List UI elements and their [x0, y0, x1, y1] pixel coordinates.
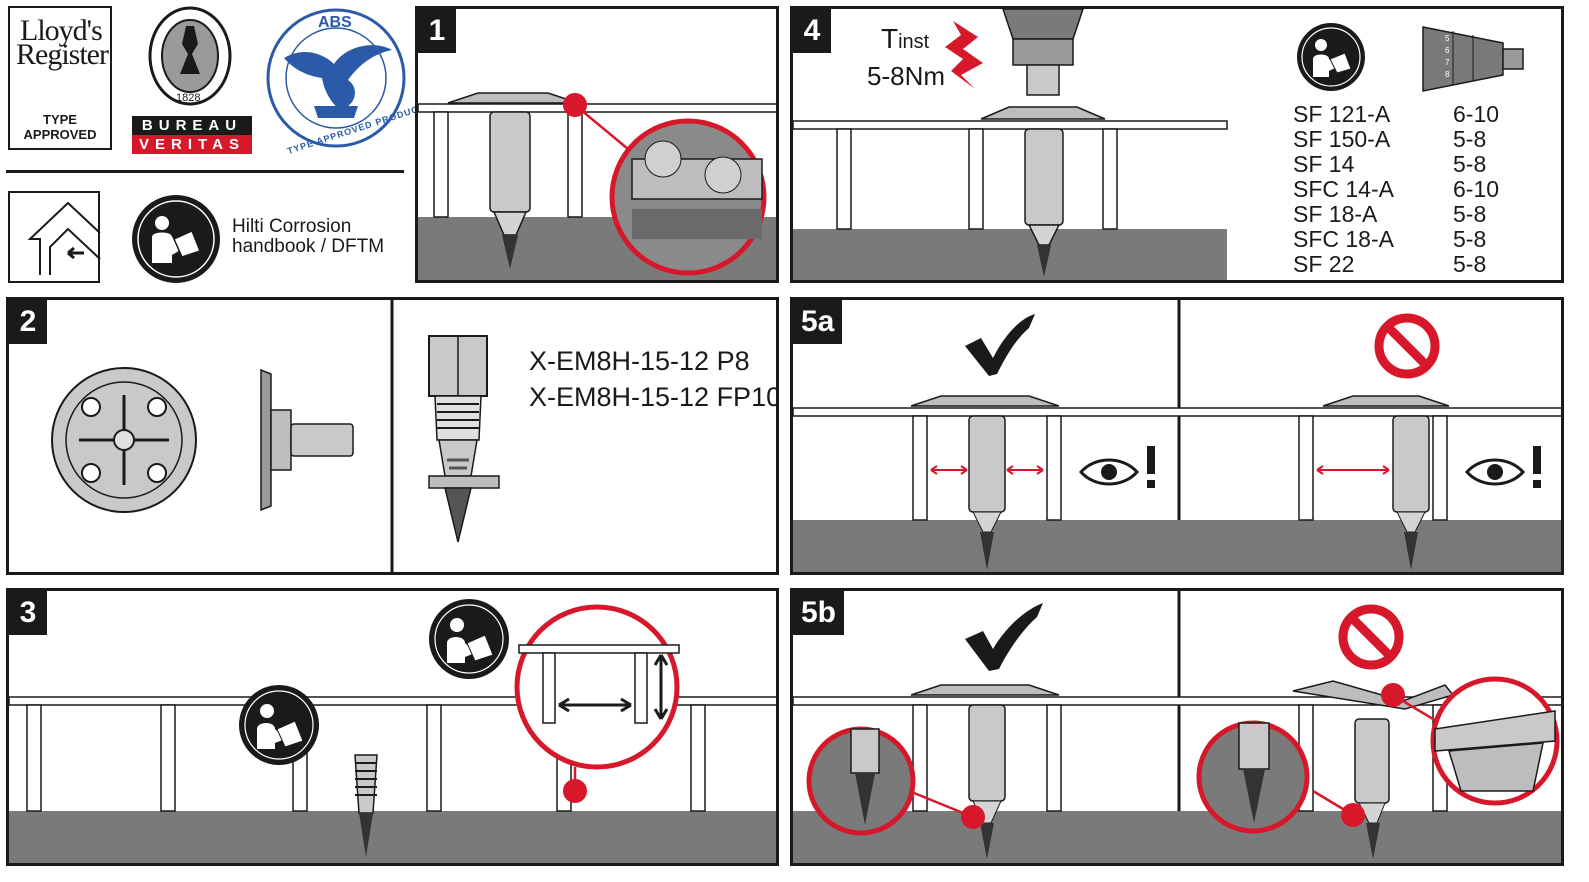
bv-line1: BUREAU — [141, 117, 243, 134]
house-arrow-icon — [27, 201, 101, 275]
torque-table-row: SFC 14-A 6-10 — [1293, 176, 1523, 202]
bureau-veritas-logo: 1828 BUREAU VERITAS — [128, 4, 252, 154]
lloyds-line1: Lloyd's — [20, 14, 103, 47]
bv-line2: VERITAS — [139, 136, 245, 153]
step-2-illustration — [51, 300, 500, 572]
torque-value: 5-8Nm — [867, 61, 946, 91]
manual-reader-icon-top — [130, 193, 222, 285]
step-3-illustration — [9, 599, 776, 863]
bureau-veritas-seal-icon — [132, 6, 252, 154]
handbook-line2: handbook / DFTM — [232, 236, 385, 257]
exclamation-icon — [1147, 446, 1541, 488]
step-2-panel: 2 X-EM8H-15-12 P8 X-EM8H-15-12 FP10 — [6, 297, 779, 575]
product-code-2: X-EM8H-15-12 FP10 — [529, 382, 779, 412]
prohibited-icon — [1374, 313, 1440, 379]
step-4-panel: 4 Tinst 5-8Nm 5 6 7 8 SF 121-A 6-10 SF 15… — [790, 6, 1564, 283]
washer-top-view-icon — [51, 367, 197, 513]
torque-table-row: SFC 18-A 5-8 — [1293, 226, 1523, 252]
checkmark-icon — [965, 603, 1043, 671]
step-1-panel: 1 — [415, 6, 779, 283]
torque-symbol-t: T — [881, 23, 899, 54]
prohibited-icon — [1338, 604, 1404, 670]
torque-table-row: SF 121-A 6-10 — [1293, 101, 1523, 127]
abs-top-text: ABS — [318, 14, 352, 31]
row-setting: 5-8 — [1453, 201, 1487, 227]
row-model: SF 22 — [1293, 251, 1355, 277]
row-model: SF 121-A — [1293, 101, 1391, 127]
row-setting: 5-8 — [1453, 251, 1487, 277]
dial-mark: 5 — [1445, 34, 1450, 43]
threaded-stud-icon — [354, 754, 378, 857]
divider-line — [6, 170, 404, 173]
row-model: SF 18-A — [1293, 201, 1378, 227]
step-1-number: 1 — [418, 9, 456, 53]
manual-reader-icon — [1297, 23, 1365, 91]
abs-logo: ABS TYPE APPROVED PRODUCT — [264, 6, 426, 156]
lloyds-approved: APPROVED — [23, 127, 97, 142]
step-1-illustration — [418, 92, 776, 280]
house-arrow-box — [8, 191, 101, 283]
torque-table-row: SF 150-A 5-8 — [1293, 126, 1523, 152]
torque-arrow-icon — [945, 21, 983, 89]
row-model: SF 14 — [1293, 151, 1355, 177]
checkmark-icon — [965, 314, 1035, 376]
bv-year: 1828 — [176, 92, 201, 104]
torque-table: SF 121-A 6-10 SF 150-A 5-8 SF 14 5-8 SFC 14… — [1293, 101, 1523, 277]
dial-mark: 8 — [1445, 70, 1450, 79]
eye-icon — [1079, 458, 1525, 486]
screwdriver-icon — [1002, 9, 1084, 96]
product-code-1: X-EM8H-15-12 P8 — [529, 346, 750, 376]
row-model: SF 150-A — [1293, 126, 1391, 152]
step-4-number: 4 — [793, 9, 831, 53]
dial-marks: 5 6 7 8 — [1445, 33, 1457, 81]
dial-mark: 6 — [1445, 46, 1450, 55]
tool-dial-icon — [1422, 26, 1524, 92]
lloyds-type: TYPE — [43, 112, 77, 127]
torque-table-row: SF 18-A 5-8 — [1293, 201, 1523, 227]
step-2-number: 2 — [9, 300, 47, 344]
row-setting: 6-10 — [1453, 101, 1500, 127]
step-5a-panel: 5a — [790, 297, 1564, 575]
row-setting: 5-8 — [1453, 151, 1487, 177]
step-5a-illustration — [793, 300, 1561, 572]
step-5b-illustration — [793, 591, 1561, 863]
step-5b-number: 5b — [793, 591, 845, 635]
lloyds-register-logo: Lloyd's Register TYPE APPROVED — [8, 6, 112, 150]
step-3-panel: 3 — [6, 588, 779, 866]
row-model: SFC 14-A — [1293, 176, 1394, 202]
row-model: SFC 18-A — [1293, 226, 1394, 252]
manual-reader-icon — [239, 599, 509, 765]
step-5b-panel: 5b — [790, 588, 1564, 866]
step-4-illustration — [793, 9, 1524, 280]
dial-mark: 7 — [1445, 58, 1450, 67]
torque-subscript: inst — [898, 31, 930, 53]
stud-side-view-icon — [260, 368, 354, 512]
row-setting: 5-8 — [1453, 126, 1487, 152]
manual-reader-icon — [132, 195, 220, 283]
step-5a-number: 5a — [793, 300, 843, 344]
torque-symbol: Tinst — [881, 23, 929, 55]
row-setting: 6-10 — [1453, 176, 1500, 202]
torque-table-row: SF 14 5-8 — [1293, 151, 1523, 177]
fastener-icon — [428, 335, 500, 543]
lloyds-line2: Register — [16, 38, 109, 71]
abs-eagle-icon — [266, 8, 406, 148]
step-3-number: 3 — [9, 591, 47, 635]
handbook-line1: Hilti Corrosion — [232, 216, 352, 237]
row-setting: 5-8 — [1453, 226, 1487, 252]
torque-table-row: SF 22 5-8 — [1293, 251, 1523, 277]
